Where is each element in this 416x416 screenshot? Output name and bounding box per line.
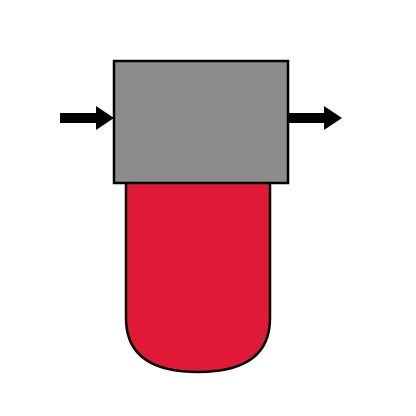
inlet-arrow-icon [60, 106, 114, 130]
filter-bowl [124, 180, 272, 374]
filter-head-block [112, 59, 290, 185]
outlet-arrow-icon [288, 106, 342, 130]
